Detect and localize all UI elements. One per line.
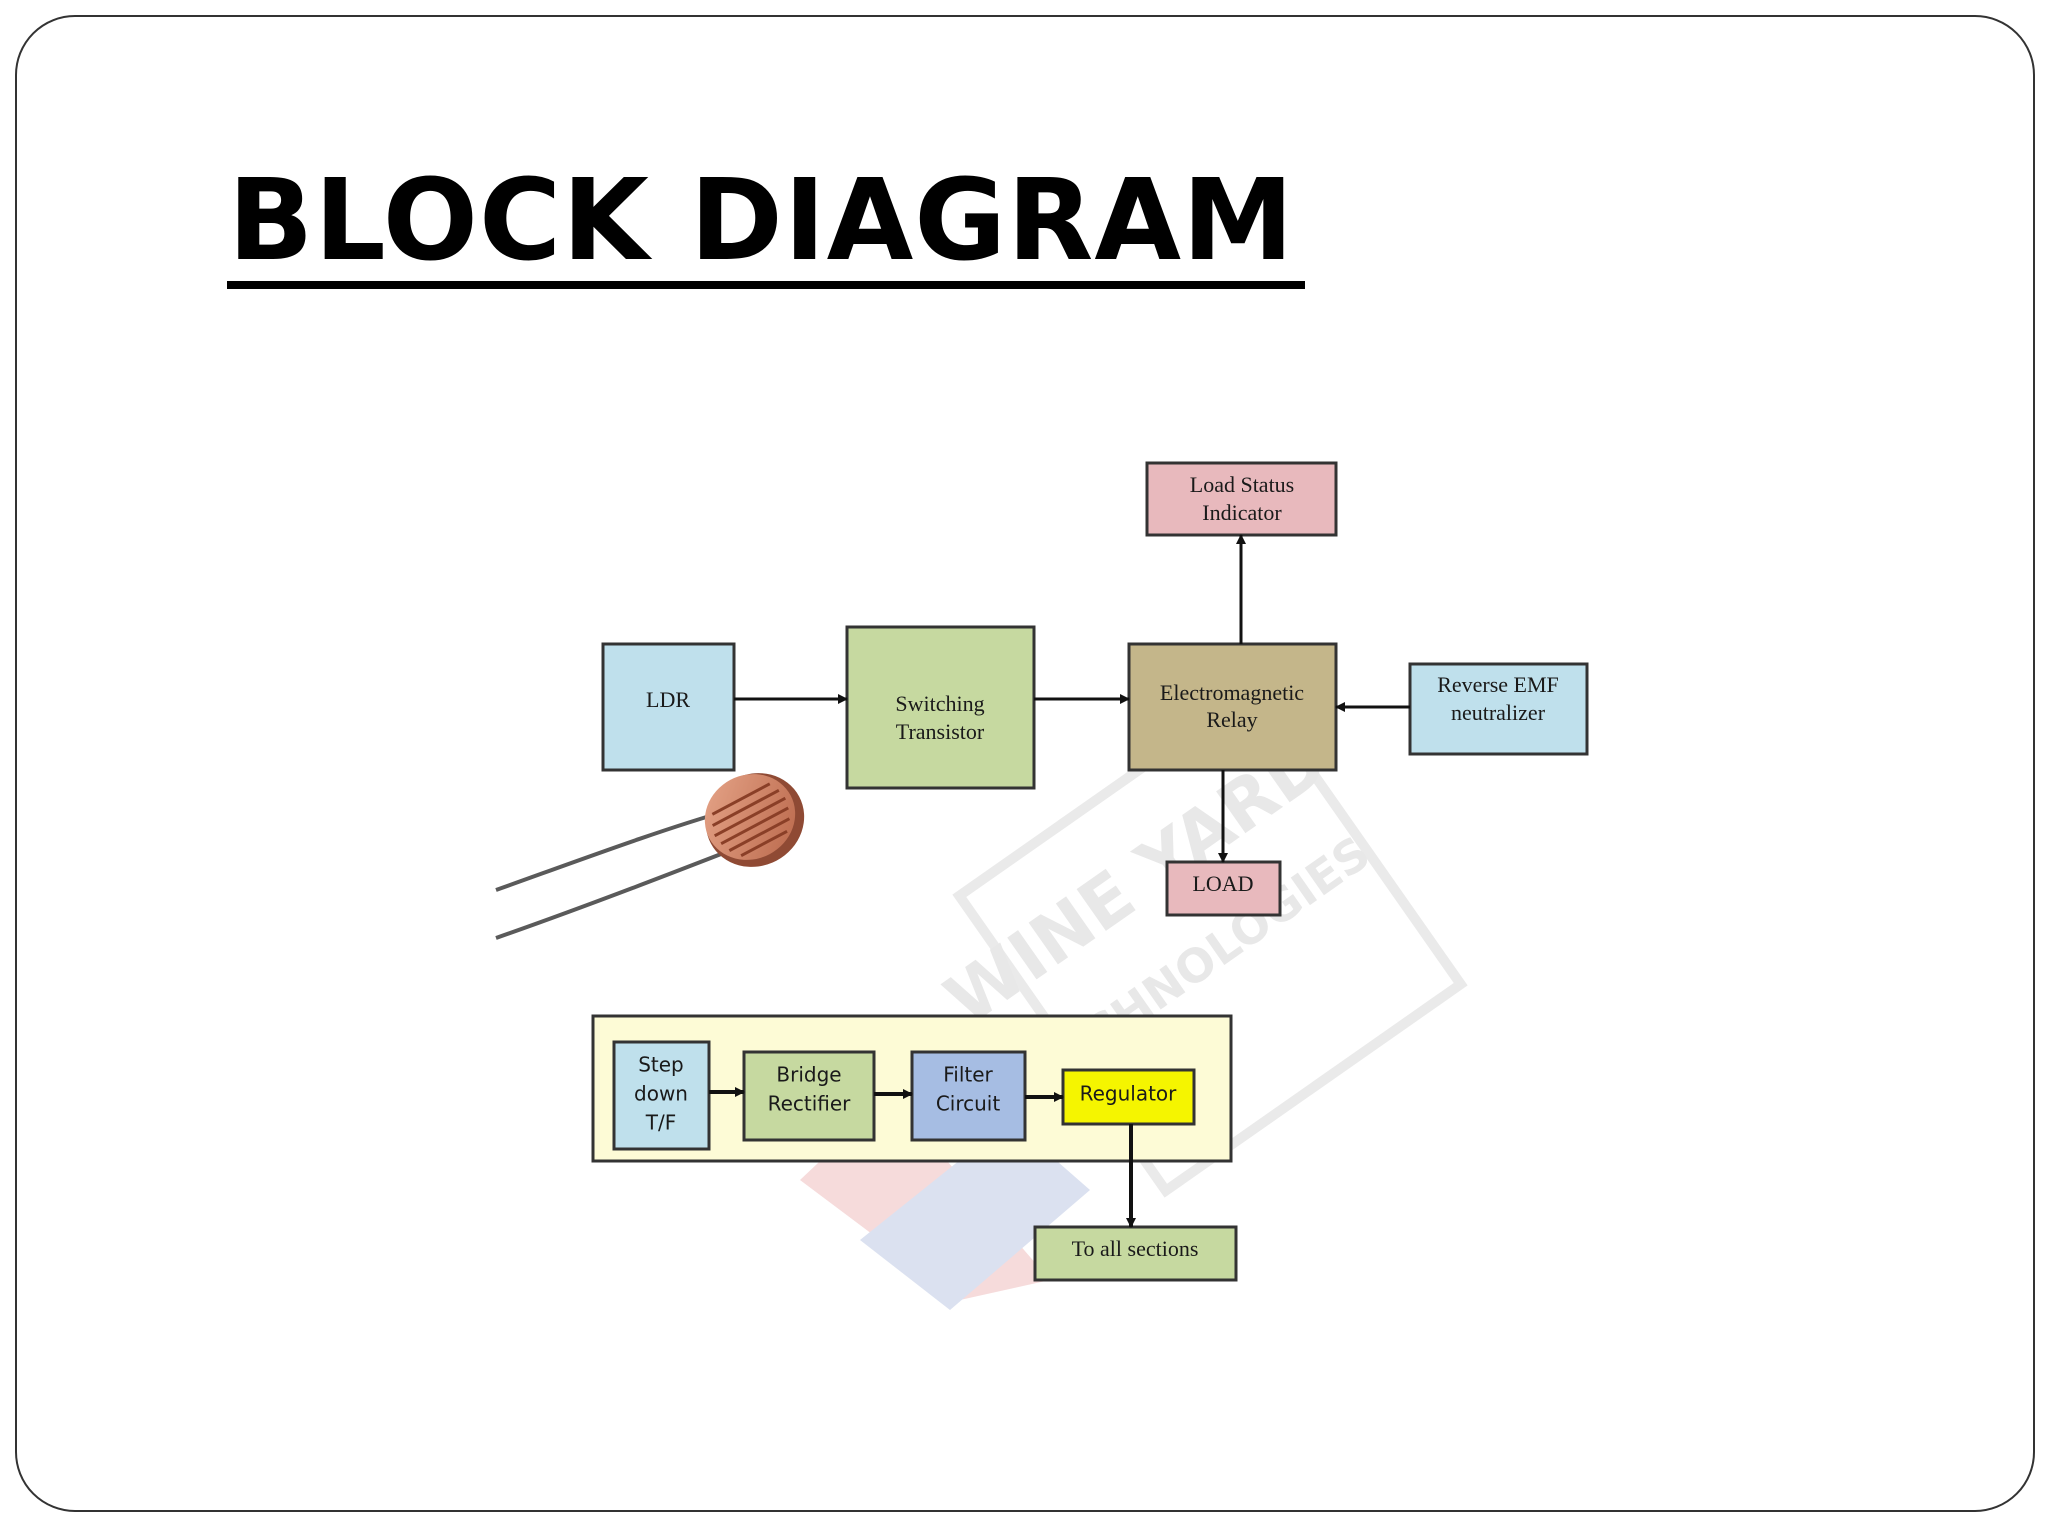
load-block: LOAD	[1165, 860, 1282, 917]
load-label: LOAD	[1192, 871, 1253, 896]
bridge-rectifier-label-line2: Rectifier	[768, 1092, 852, 1116]
switching-transistor-label-line2: Transistor	[896, 719, 985, 744]
switching-transistor-label-line1: Switching	[895, 691, 984, 716]
to-all-sections-label: To all sections	[1072, 1236, 1199, 1261]
filter-circuit-label-line1: Filter	[943, 1063, 993, 1087]
regulator-label: Regulator	[1080, 1082, 1178, 1106]
slide-title: BLOCK DIAGRAM	[228, 156, 1295, 286]
load-status-indicator-block: Load Status Indicator	[1145, 461, 1338, 537]
bridge-rectifier-label-line1: Bridge	[776, 1063, 841, 1087]
step-down-transformer-block: Step down T/F	[612, 1040, 711, 1151]
load-status-indicator-label-line1: Load Status	[1190, 472, 1295, 497]
step-down-label-line3: T/F	[645, 1111, 676, 1135]
electromagnetic-relay-label-line2: Relay	[1206, 707, 1257, 732]
reverse-emf-neutralizer-block: Reverse EMF neutralizer	[1408, 662, 1589, 756]
step-down-box	[612, 1040, 711, 1151]
regulator-box	[1061, 1068, 1196, 1126]
title-underline	[227, 281, 1305, 289]
switching-transistor-block: Switching Transistor	[845, 625, 1036, 790]
electromagnetic-relay-label-line1: Electromagnetic	[1160, 680, 1304, 705]
step-down-label-line2: down	[634, 1082, 688, 1106]
electromagnetic-relay-block: Electromagnetic Relay	[1127, 642, 1338, 772]
reverse-emf-neutralizer-box	[1408, 662, 1589, 756]
bridge-rectifier-block: Bridge Rectifier	[742, 1050, 876, 1142]
ldr-block: LDR	[601, 642, 736, 772]
load-status-indicator-box	[1145, 461, 1338, 537]
reverse-emf-label-line2: neutralizer	[1451, 700, 1546, 725]
step-down-label-line1: Step	[638, 1053, 684, 1077]
to-all-sections-block: To all sections	[1033, 1225, 1238, 1282]
reverse-emf-label-line1: Reverse EMF	[1437, 672, 1559, 697]
ldr-block-box	[601, 642, 736, 772]
filter-circuit-block: Filter Circuit	[910, 1050, 1027, 1142]
regulator-block: Regulator	[1061, 1068, 1196, 1126]
ldr-component-image	[495, 773, 805, 940]
electromagnetic-relay-box	[1127, 642, 1338, 772]
connectors	[709, 534, 1410, 1228]
ldr-label: LDR	[646, 687, 690, 712]
load-status-indicator-label-line2: Indicator	[1202, 500, 1282, 525]
filter-circuit-label-line2: Circuit	[936, 1092, 1001, 1116]
switching-transistor-box	[845, 625, 1036, 790]
